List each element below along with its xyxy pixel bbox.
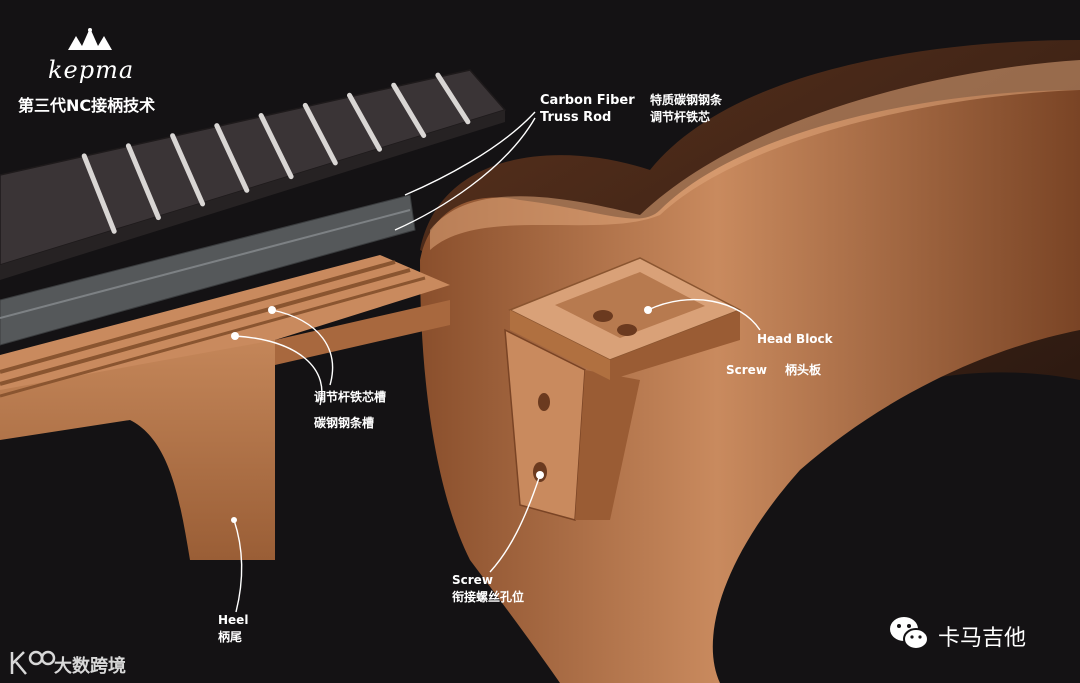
callout-line-heel: [233, 519, 243, 613]
dot-screw: [536, 471, 544, 479]
neck-heel-block: [0, 340, 275, 560]
callout-line-carbon: [404, 111, 536, 196]
label-heel: Heel 柄尾: [218, 612, 248, 646]
callout-line-screw: [489, 474, 541, 573]
fret: [302, 102, 338, 166]
callout-dots: [231, 306, 652, 523]
neck-pocket-shade: [575, 370, 640, 520]
dot-heel: [231, 517, 237, 523]
label-carbon-fiber-cn-line2: 调节杆铁芯: [650, 110, 711, 124]
groove-1: [0, 260, 396, 374]
truss-rod: [0, 194, 416, 346]
dot-groove-2: [231, 332, 239, 340]
label-heel-en: Heel: [218, 613, 249, 627]
callout-line-carbon-2: [394, 117, 536, 231]
label-head-block-screw: Screw: [726, 363, 767, 377]
groove-2: [0, 268, 411, 386]
callout-line-groove-2: [234, 335, 323, 406]
dot-head-block: [644, 306, 652, 314]
frets: [81, 72, 471, 234]
wechat-icon: [890, 617, 929, 650]
truss-rod-highlight: [0, 209, 411, 319]
watermark-label: 大数跨境: [54, 656, 126, 677]
page-title: 第三代NC接柄技术: [18, 96, 156, 115]
fret: [347, 92, 382, 152]
label-groove: 调节杆铁芯槽 碳钢钢条槽: [314, 384, 386, 436]
label-head-block-cn: 柄头板: [785, 363, 822, 377]
head-block-recess: [555, 272, 705, 338]
label-head-block-en: Head Block: [757, 332, 833, 346]
head-block-front: [510, 310, 610, 380]
wechat-account-label: 卡马吉他: [938, 626, 1027, 651]
callout-line-head-block: [647, 298, 761, 331]
label-heel-cn: 柄尾: [218, 630, 243, 644]
label-groove-line1: 调节杆铁芯槽: [314, 390, 387, 404]
fret: [435, 72, 471, 125]
head-block-hole-2: [617, 324, 637, 336]
label-carbon-fiber-en: Carbon Fiber Truss Rod: [540, 92, 635, 126]
dot-groove: [268, 306, 276, 314]
fret: [170, 133, 206, 207]
guitar-body-side: [420, 90, 1080, 683]
label-screw-hole-cn: 衔接螺丝孔位: [452, 590, 525, 604]
label-screw-hole-en: Screw: [452, 573, 493, 587]
callout-line-groove: [271, 309, 334, 386]
fretboard-edge: [0, 110, 505, 280]
watermark-logo-icon: [10, 650, 56, 675]
neck-heel-side: [275, 300, 450, 365]
screw-hole-upper: [538, 393, 550, 411]
label-carbon-fiber-cn: 特质碳钢钢条 调节杆铁芯: [650, 92, 722, 126]
crown-icon: [68, 28, 112, 50]
groove-3: [0, 276, 426, 398]
fret: [214, 123, 250, 193]
callout-lines: [233, 111, 761, 613]
fret: [391, 82, 427, 138]
fret: [125, 143, 161, 221]
label-groove-line2: 碳钢钢条槽: [314, 416, 375, 430]
label-carbon-fiber-line2: Truss Rod: [540, 110, 612, 125]
fret: [81, 153, 117, 234]
head-block-right: [610, 310, 740, 380]
label-carbon-fiber-cn-line1: 特质碳钢钢条: [650, 93, 723, 107]
body-inner-edge: [430, 60, 1080, 250]
label-screw-hole: Screw 衔接螺丝孔位: [452, 572, 524, 606]
label-carbon-fiber-line1: Carbon Fiber: [540, 93, 635, 108]
brand-logo-text: kepma: [48, 56, 135, 84]
head-block-hole-1: [593, 310, 613, 322]
fret: [258, 113, 294, 180]
